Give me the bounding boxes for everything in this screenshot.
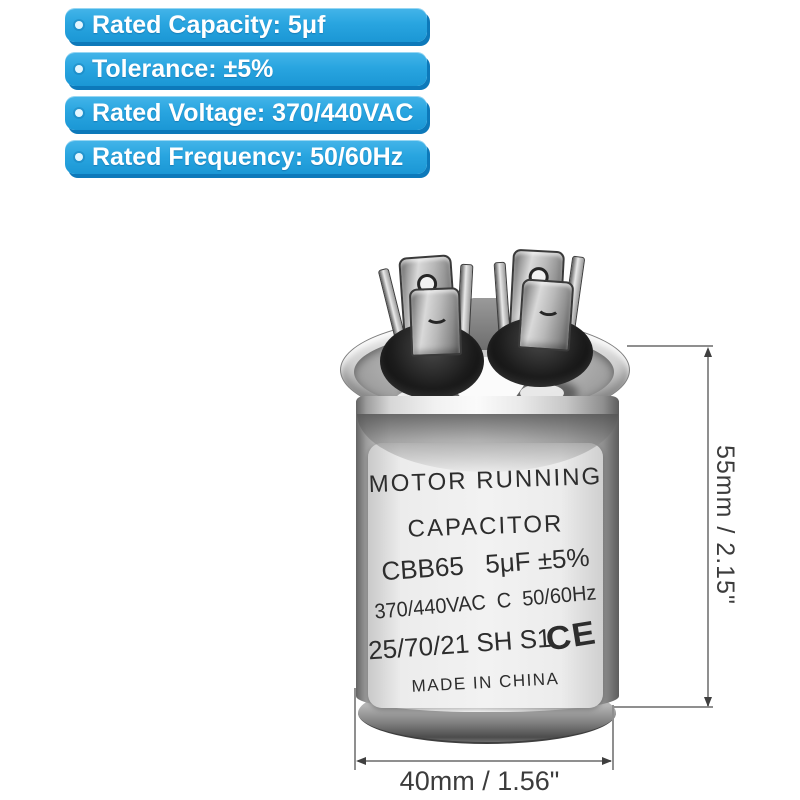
height-dimension-line bbox=[707, 350, 709, 706]
terminal-spade bbox=[517, 278, 575, 352]
spec-badge: Rated Frequency: 50/60Hz bbox=[65, 140, 427, 174]
spec-badge-label: Rated Voltage: 370/440VAC bbox=[92, 99, 414, 127]
arrow-down-icon bbox=[704, 697, 712, 707]
bullet-icon bbox=[75, 109, 83, 117]
extension-line bbox=[612, 705, 614, 770]
spec-badge: Rated Voltage: 370/440VAC bbox=[65, 96, 427, 130]
arrow-up-icon bbox=[704, 347, 712, 357]
height-dimension-label: 55mm / 2.15" bbox=[711, 445, 739, 605]
arrow-left-icon bbox=[356, 757, 366, 765]
label-model-line: CBB65 5μF ±5% bbox=[380, 541, 591, 587]
extension-line bbox=[627, 345, 713, 347]
label-spec-line: 25/70/21 SH S1 bbox=[367, 622, 553, 666]
capacitor-label: MOTOR RUNNING CAPACITOR CBB65 5μF ±5% 37… bbox=[367, 443, 603, 708]
spec-badge-label: Rated Frequency: 50/60Hz bbox=[92, 143, 404, 171]
arrow-right-icon bbox=[602, 757, 612, 765]
width-dimension-label: 40mm / 1.56" bbox=[399, 766, 560, 796]
extension-line bbox=[613, 706, 713, 708]
bullet-icon bbox=[75, 153, 83, 161]
bullet-icon bbox=[75, 21, 83, 29]
bullet-icon bbox=[75, 65, 83, 73]
spec-badge-label: Tolerance: ±5% bbox=[92, 55, 274, 83]
terminal-dimple bbox=[424, 305, 450, 325]
terminal-spade bbox=[408, 287, 463, 357]
spec-badge: Rated Capacity: 5μf bbox=[65, 8, 427, 42]
spec-badge-label: Rated Capacity: 5μf bbox=[92, 11, 326, 39]
spec-badge: Tolerance: ±5% bbox=[65, 52, 427, 86]
extension-line bbox=[354, 688, 356, 770]
terminal-dimple bbox=[535, 297, 562, 317]
width-dimension-line bbox=[358, 760, 611, 762]
label-origin-line: MADE IN CHINA bbox=[411, 669, 560, 696]
label-title-line2: CAPACITOR bbox=[407, 510, 564, 543]
ce-mark-icon: CE bbox=[543, 613, 599, 658]
